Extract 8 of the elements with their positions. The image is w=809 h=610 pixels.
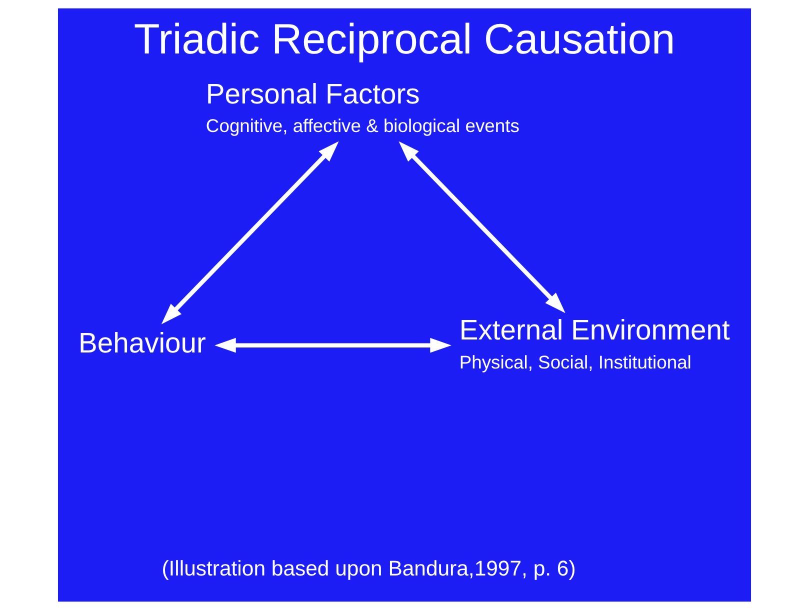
- diagram-title: Triadic Reciprocal Causation: [134, 16, 676, 63]
- arrow: [214, 338, 452, 353]
- node-text: Behaviour: [78, 326, 206, 358]
- node-text: External Environment Physical, Social, Institutional: [459, 314, 730, 373]
- caption: (Illustration based upon Bandura,1997, p. 6): [162, 557, 576, 580]
- arrow: [398, 141, 566, 314]
- node-text: Personal Factors Cognitive, affective & biological events: [206, 77, 520, 136]
- arrow: [161, 141, 339, 324]
